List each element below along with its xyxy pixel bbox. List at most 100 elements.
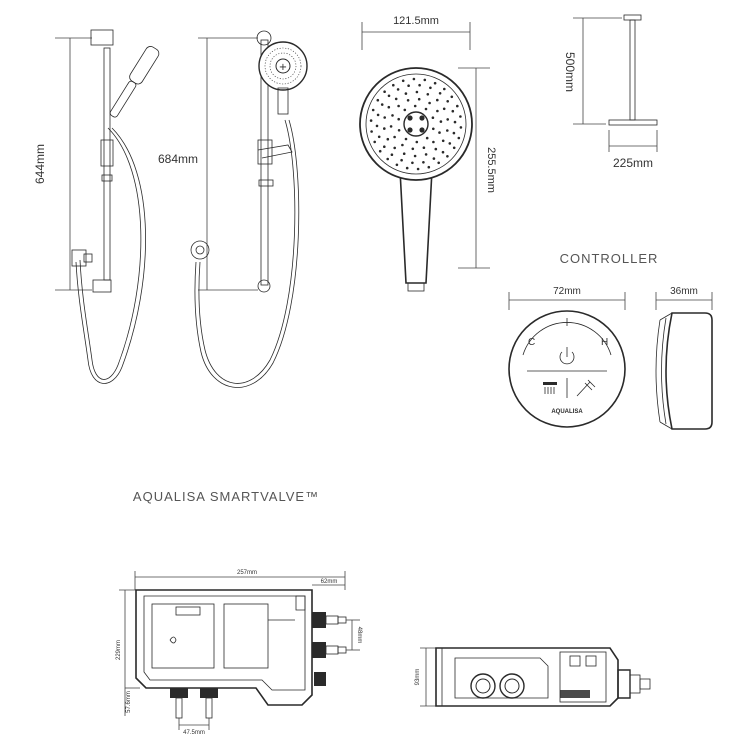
spray-nozzle [413, 104, 417, 108]
spray-nozzle [432, 140, 435, 144]
spray-nozzles [369, 77, 463, 171]
spray-nozzle [456, 104, 459, 108]
controller-width-label: 72mm [553, 286, 581, 297]
spray-nozzle [401, 143, 404, 147]
inlet-port-left [470, 673, 496, 699]
spray-nozzle [389, 125, 393, 128]
spray-nozzle [418, 83, 421, 87]
handset-shower-icon[interactable] [576, 379, 596, 397]
spray-nozzle [370, 130, 373, 133]
spray-nozzle [415, 90, 419, 94]
spray-nozzle [378, 149, 382, 153]
valve-title: AQUALISA SMARTVALVE™ [133, 489, 319, 504]
spray-nozzle [438, 92, 442, 95]
spray-nozzle [386, 157, 390, 161]
spray-nozzle [452, 146, 456, 150]
spray-nozzle [397, 104, 400, 108]
spray-nozzle [457, 136, 461, 140]
inlet-port-right [499, 673, 525, 699]
spray-nozzle [433, 81, 437, 85]
spray-nozzle [397, 117, 401, 121]
spray-nozzle [428, 101, 431, 105]
spray-nozzle [450, 95, 454, 99]
spray-nozzle [386, 137, 390, 141]
spray-nozzle [432, 127, 435, 131]
spray-nozzle [415, 140, 419, 144]
controller-brand: AQUALISA [551, 409, 583, 415]
spray-nozzle [446, 155, 449, 158]
outlet-fitting-top [312, 612, 347, 628]
arm-length-label: 500mm [563, 52, 577, 92]
spray-nozzle [453, 120, 457, 124]
ceiling-arm-drawing: 500mm 225mm [563, 14, 658, 170]
spray-nozzle [376, 98, 380, 102]
spray-nozzle [425, 136, 429, 140]
spray-nozzle [405, 166, 409, 170]
spray-nozzle [412, 77, 416, 81]
power-icon[interactable] [559, 347, 575, 365]
spray-nozzle [390, 153, 394, 156]
spray-nozzle [441, 139, 445, 143]
spray-nozzle [452, 131, 456, 135]
head-length-label: 255.5mm [485, 147, 497, 193]
outlet-fitting-middle [312, 642, 347, 658]
riser-height-alt-label: 684mm [158, 152, 198, 166]
spray-nozzle [392, 83, 395, 87]
spray-nozzle [373, 140, 377, 144]
spray-nozzle [380, 103, 384, 106]
spray-nozzle [443, 87, 446, 91]
spray-nozzle [429, 86, 432, 90]
valve-side-depth-label: 93mm [415, 669, 421, 686]
svg-text:+: + [279, 62, 287, 73]
spray-nozzle [406, 99, 410, 102]
spray-nozzle [396, 88, 400, 91]
spray-nozzle [422, 146, 426, 149]
spray-nozzle [426, 93, 430, 96]
spray-nozzle [432, 157, 436, 160]
spray-nozzle [401, 79, 405, 83]
spray-nozzle [397, 129, 401, 132]
spray-nozzle [441, 150, 445, 154]
spray-nozzle [411, 161, 414, 165]
spray-nozzle [436, 109, 439, 113]
spray-nozzle [371, 108, 375, 112]
spray-nozzle [434, 147, 438, 151]
spray-nozzle [459, 126, 463, 129]
spray-nozzle [436, 98, 439, 102]
spray-nozzle [404, 137, 408, 141]
spray-nozzle [387, 105, 391, 109]
spray-nozzle [439, 120, 443, 123]
spray-nozzle [404, 92, 408, 95]
spray-nozzle [387, 94, 391, 98]
spray-nozzle [446, 129, 449, 132]
spray-nozzle [438, 131, 441, 134]
spray-nozzle [377, 135, 381, 139]
hot-label: H [601, 337, 608, 348]
spray-nozzle [459, 115, 462, 118]
cold-label: C [528, 337, 535, 348]
spray-nozzle [383, 145, 386, 148]
spray-nozzle [427, 165, 431, 169]
smartvalve-front-view: 257mm 62mm 229mm 57.6mm 48mm [116, 570, 362, 736]
spray-nozzle [431, 116, 435, 119]
spray-nozzle [393, 146, 397, 150]
riser-rail-kit-side: 684mm + [158, 30, 308, 388]
riser-height-label: 644mm [33, 144, 47, 184]
handset-drawing: 121.5mm 255.5mm [359, 15, 497, 292]
spray-nozzle [424, 107, 428, 111]
spray-nozzle [383, 90, 386, 93]
spray-nozzle [448, 142, 452, 145]
valve-lower-height-label: 57.6mm [126, 691, 132, 713]
spray-nozzle [391, 114, 394, 117]
valve-width-label: 257mm [237, 570, 257, 576]
head-width-label: 121.5mm [393, 15, 439, 27]
overhead-shower-icon[interactable] [543, 382, 557, 394]
spray-nozzle [446, 118, 450, 121]
smartvalve-side-view: 93mm [415, 647, 651, 707]
spray-nozzle [383, 127, 386, 130]
spray-nozzle [451, 109, 455, 113]
spray-nozzle [369, 119, 373, 122]
controller-drawing: CONTROLLER 72mm C H AQUALISA [508, 251, 713, 430]
spray-nozzle [402, 152, 406, 155]
valve-outlet-spacing-label: 48mm [356, 627, 362, 644]
